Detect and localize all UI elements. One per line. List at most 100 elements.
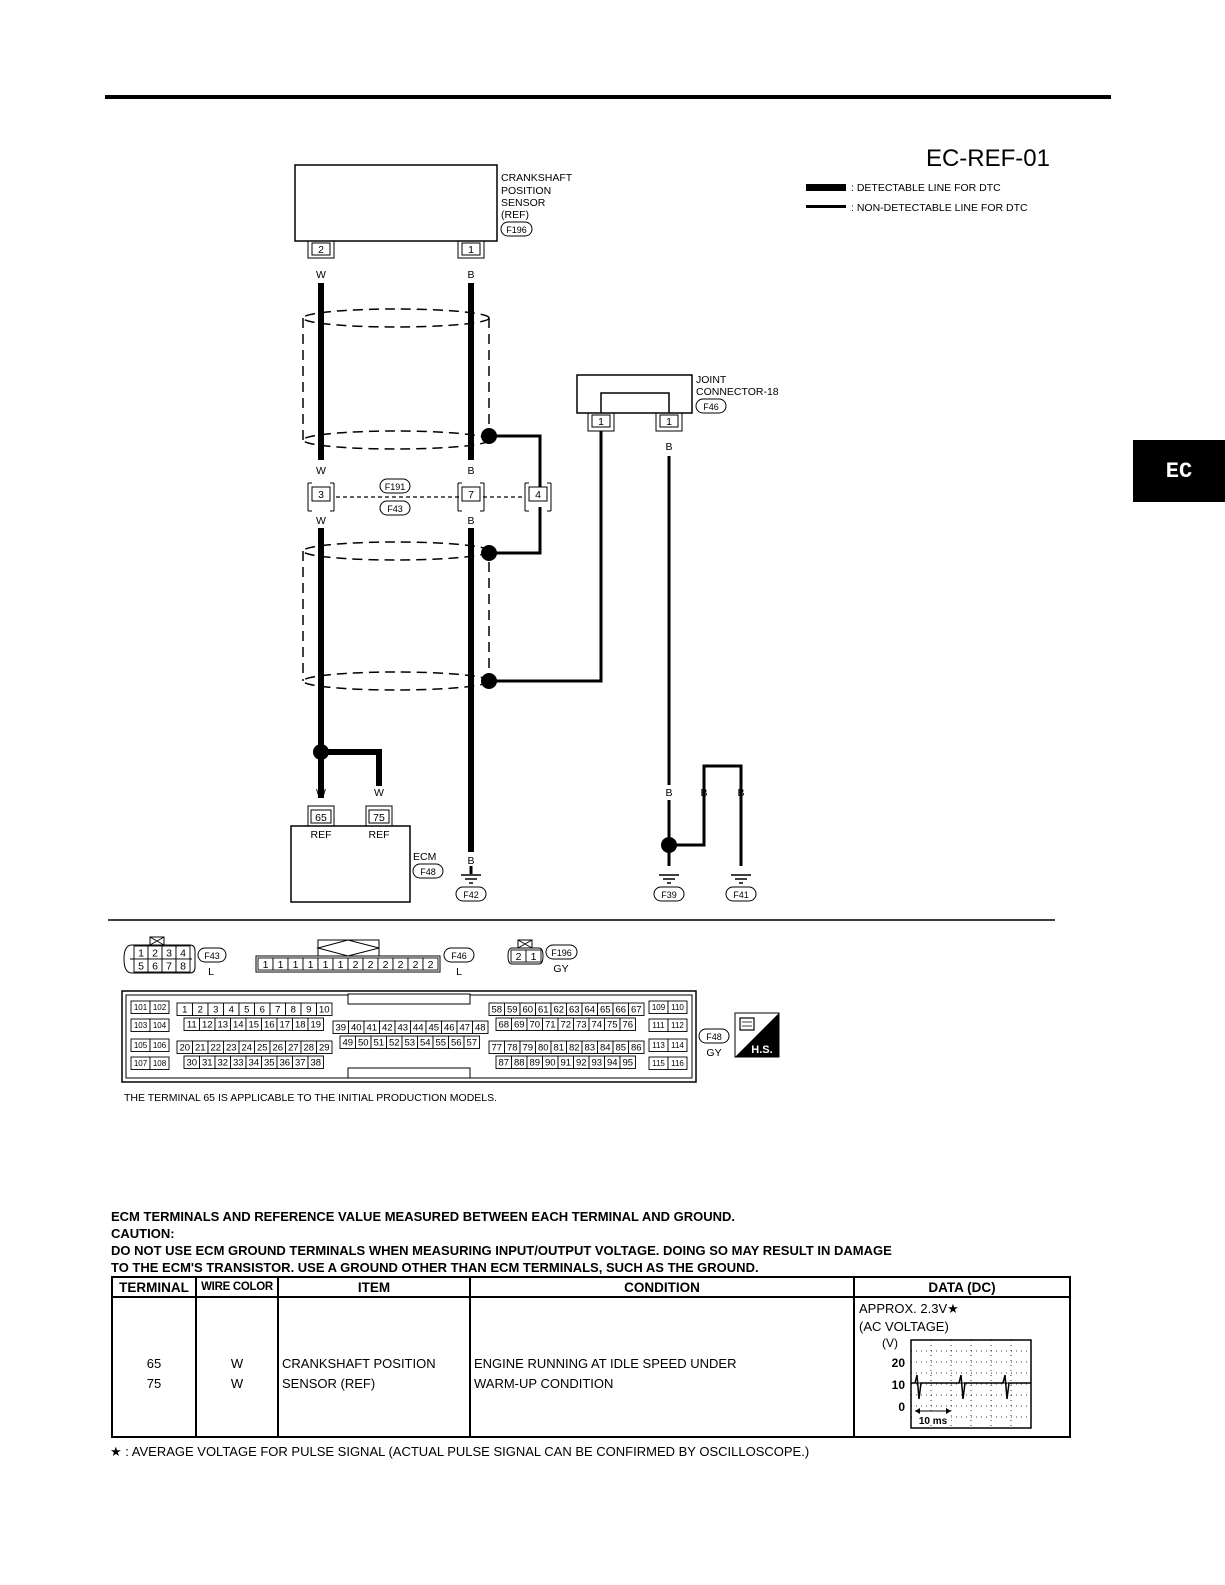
f48-e_bot-pin-1: 116 [671, 1059, 684, 1068]
f48-b_row1-pin-5: 6 [260, 1005, 265, 1016]
f48-a_low-pin-1: 106 [153, 1041, 167, 1050]
f48-b_row4-pin-7: 37 [295, 1058, 306, 1069]
wire-color-b-3: B [467, 515, 474, 527]
f48-a_top-pin-1-box [149, 1000, 170, 1014]
inline-connector-badge-top [379, 478, 411, 494]
f48-c_row1-pin-6: 45 [428, 1023, 439, 1034]
sensor-pin-1-label: 1 [468, 244, 474, 256]
sensor-pin-2 [311, 242, 331, 256]
shield-lower [302, 541, 490, 691]
caution-line-1: DO NOT USE ECM GROUND TERMINALS WHEN MEA… [111, 1243, 892, 1258]
f48-d_row4-pin-8: 95 [622, 1058, 633, 1069]
f43-top-pin-1: 2 [152, 947, 158, 959]
wire-color-w-ecm-2: W [374, 787, 384, 799]
f48-d_row3-pin-2: 79 [522, 1043, 533, 1054]
joint-connector-badge [695, 398, 727, 414]
ecm-pin-75-label: 75 [373, 812, 385, 824]
f48-b_row1-pin-3: 4 [229, 1005, 234, 1016]
wire-color-w-2: W [316, 465, 326, 477]
col-wire-color: WIRE COLOR [195, 1276, 279, 1298]
section-tab-ec: EC [1133, 440, 1225, 502]
wire-color-b-g1: B [665, 787, 672, 799]
f48-b_row2-pin-8: 19 [310, 1020, 321, 1031]
f48-b_row1-pin-8: 9 [306, 1005, 311, 1016]
ecm-connector-badge [412, 863, 444, 879]
f48-e_top-pin-0: 109 [652, 1003, 666, 1012]
wire-color-b-joint: B [665, 441, 672, 453]
f48-d_row4-pin-2: 89 [529, 1058, 540, 1069]
sensor-pin-2-bracket [307, 241, 335, 259]
f48-d_row1-pin-2: 60 [522, 1005, 533, 1016]
scope-time-bg [915, 1414, 951, 1425]
f46-pins-pin-9: 2 [398, 959, 404, 971]
terminal-note: THE TERMINAL 65 IS APPLICABLE TO THE INI… [124, 1092, 497, 1104]
f48-d_row2-pin-8-box [619, 1017, 636, 1031]
cell-data: APPROX. 2.3V★ (AC VOLTAGE) (V) 20 10 0 [853, 1296, 1071, 1438]
f46-pins-pin-2: 1 [293, 959, 299, 971]
terminal-reference-table: TERMINAL WIRE COLOR ITEM CONDITION DATA … [111, 1276, 1071, 1438]
ecm-pin-65-bracket [307, 805, 335, 826]
f48-d_row2-pin-4: 72 [560, 1020, 571, 1031]
f46-pins-pin-11-box [422, 957, 439, 971]
f48-b_row2-pin-0: 11 [187, 1020, 197, 1031]
ground-code-f42: F42 [463, 890, 479, 900]
f48-d_row3-pin-9: 86 [631, 1043, 642, 1054]
joint-pin-1a-label: 1 [598, 416, 604, 428]
col-item: ITEM [277, 1276, 471, 1298]
ground-badge-f41 [725, 886, 757, 902]
f48-b_row3-pin-6: 26 [272, 1043, 283, 1054]
f48-b_row1-pin-9-box [316, 1002, 333, 1016]
f48-view-color: GY [706, 1047, 721, 1059]
f46-view-color: L [456, 966, 462, 978]
joint-pin-1b [659, 414, 679, 428]
reference-heading: ECM TERMINALS AND REFERENCE VALUE MEASUR… [111, 1209, 736, 1224]
f48-d_row2-pin-2: 70 [529, 1020, 540, 1031]
f48-e_top-pin-1: 110 [671, 1003, 684, 1012]
f48-b_row1-pin-4: 5 [244, 1005, 249, 1016]
cell-item: CRANKSHAFT POSITION SENSOR (REF) [277, 1296, 471, 1438]
f48-e_mid-pin-0: 111 [652, 1021, 665, 1030]
f48-c_row2-pin-0: 49 [342, 1038, 353, 1049]
ecm-pin-75 [368, 809, 390, 824]
ecm-pin-75-ref: REF [369, 829, 390, 841]
f48-c_row2-pin-3: 52 [389, 1038, 400, 1049]
joint-name-line-2: CONNECTOR-18 [696, 386, 779, 398]
f48-d_row4-pin-1: 88 [514, 1058, 525, 1069]
f48-b_row2-pin-3: 14 [233, 1020, 244, 1031]
f48-a_top-pin-1: 102 [153, 1003, 167, 1012]
ground-symbol-f41 [731, 874, 751, 884]
f48-d_row2-pin-3: 71 [545, 1020, 556, 1031]
f48-d_row3-pin-0: 77 [491, 1043, 502, 1054]
f48-b_row3-pin-0: 20 [179, 1043, 190, 1054]
inline-pin-4: 4 [535, 489, 541, 501]
scope-unit: (V) [882, 1336, 898, 1350]
f46-pins-pin-10: 2 [413, 959, 419, 971]
f48-d_row1-pin-4: 62 [553, 1005, 564, 1016]
table-row: 65 75 W W CRANKSHAFT POSITION SENSOR (RE… [111, 1296, 1071, 1438]
legend-non-detectable-label: : NON-DETECTABLE LINE FOR DTC [851, 202, 1028, 214]
f48-a_bot-pin-0: 107 [134, 1059, 148, 1068]
f48-d_row1-pin-0: 58 [491, 1005, 502, 1016]
drain-wire-joint [489, 431, 603, 683]
f48-e_low-pin-1-box [667, 1038, 688, 1052]
f48-c_row2-pin-5: 54 [420, 1038, 431, 1049]
f48-d_row4-pin-7: 94 [607, 1058, 618, 1069]
f48-b_row3-pin-1: 21 [195, 1043, 206, 1054]
f48-d_row4-pin-8-box [619, 1055, 636, 1069]
joint-connector-code: F46 [703, 402, 719, 412]
f48-a_low-pin-1-box [149, 1038, 170, 1052]
f48-d_row2-pin-0: 68 [498, 1020, 509, 1031]
ground-code-f41: F41 [733, 890, 749, 900]
f46-pins-pin-11: 2 [428, 959, 434, 971]
hs-badge-label: H.S. [751, 1044, 772, 1056]
drain-wire-upper [489, 434, 542, 487]
ground-symbol-f42 [461, 874, 481, 884]
f48-d_row1-pin-6: 64 [584, 1005, 595, 1016]
f48-b_row2-pin-7: 18 [295, 1020, 306, 1031]
f46-pins-pin-8: 2 [383, 959, 389, 971]
f48-c_row1-pin-0: 39 [335, 1023, 346, 1034]
f43-top-pin-2: 3 [166, 947, 172, 959]
ecm-pin-75-bracket [365, 805, 393, 826]
diagram-code: EC-REF-01 [926, 145, 1050, 172]
